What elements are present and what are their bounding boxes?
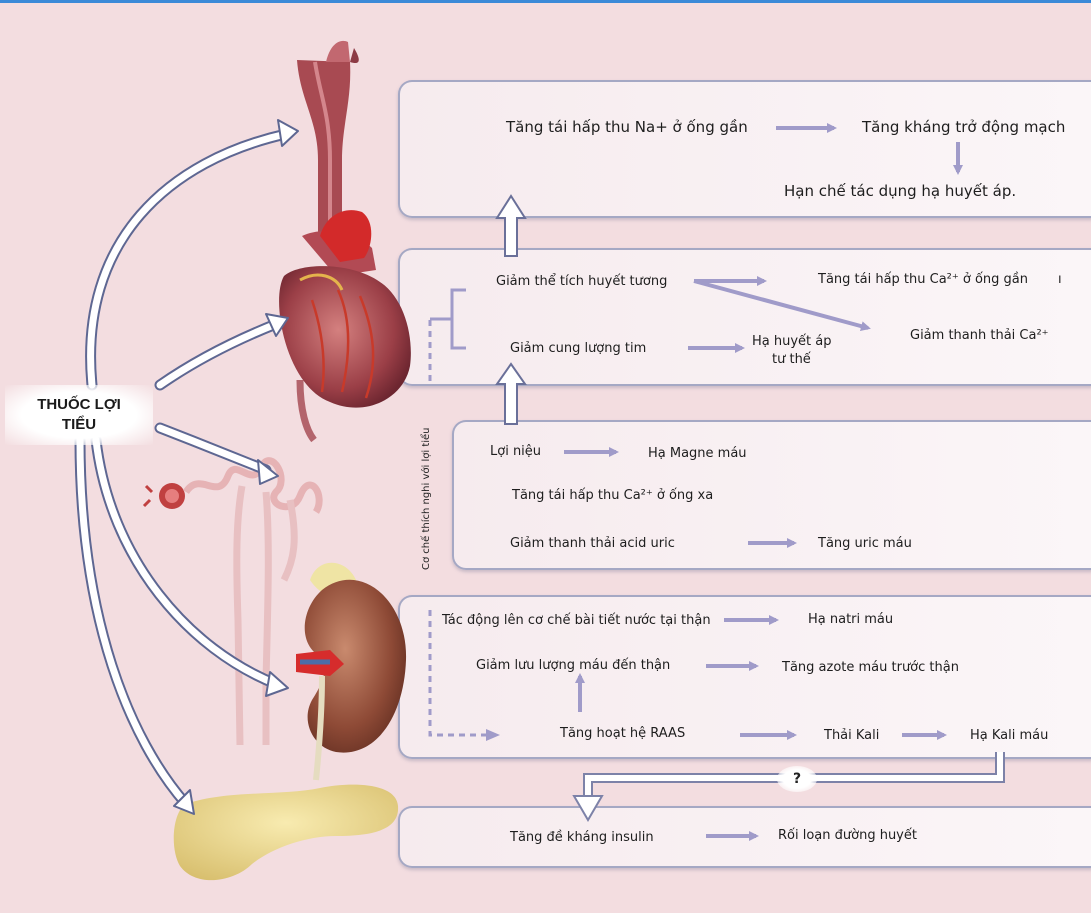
prerenal-azotemia-text: Tăng azote máu trước thận [782,660,959,675]
diuretic-arrows [80,134,286,804]
renal-blood-flow-text: Giảm lưu lượng máu đến thận [476,658,670,673]
limited-effect-text: Hạn chế tác dụng hạ huyết áp. [784,182,1016,200]
ca-clearance-text: Giảm thanh thải Ca²⁺ [910,328,1049,343]
hypokalemia-text: Hạ Kali máu [970,728,1048,743]
hyperuricemia-text: Tăng uric máu [818,536,912,551]
diuretic-label-line1: THUỐC LỢI [37,395,121,415]
uric-clearance-text: Giảm thanh thải acid uric [510,536,675,551]
dashed-raas-arrowhead [486,729,500,741]
postural-hypotension-line2: tư thế [772,352,811,367]
hyponatremia-text: Hạ natri máu [808,612,893,627]
heart-illustration [279,210,411,440]
plasma-volume-text: Giảm thể tích huyết tương [496,274,667,289]
raas-activation-text: Tăng hoạt hệ RAAS [560,726,685,741]
dysglycemia-text: Rối loạn đường huyết [778,828,917,843]
diuretic-label: THUỐC LỢI TIỂU [5,385,153,445]
ca-reabsorption-proximal-text: Tăng tái hấp thu Ca²⁺ ở ống gần [818,272,1028,287]
stray-mark: ı [1058,272,1062,287]
cardiac-output-text: Giảm cung lượng tim [510,341,646,356]
pancreas-illustration [174,785,398,880]
kaliuresis-text: Thải Kali [824,728,879,743]
diuretic-label-line2: TIỂU [37,415,121,435]
adaptation-mechanism-label: Cơ chế thích nghi với lợi tiểu [421,427,432,570]
upward-hollow-arrows [497,196,525,424]
question-mark: ? [777,766,817,792]
heart-bracket [430,290,466,348]
arterial-resistance-text: Tăng kháng trở động mạch [862,118,1065,136]
ca-reabsorption-distal-text: Tăng tái hấp thu Ca²⁺ ở ống xa [512,488,713,503]
postural-hypotension-line1: Hạ huyết áp [752,334,832,349]
insulin-resistance-text: Tăng đề kháng insulin [510,830,654,845]
hypomagnesemia-text: Hạ Magne máu [648,446,747,461]
kidney-illustration [296,563,406,780]
na-reabsorption-text: Tăng tái hấp thu Na+ ở ống gần [506,118,748,136]
natriuresis-text: Lợi niệu [490,444,541,459]
water-excretion-text: Tác động lên cơ chế bài tiết nước tại th… [442,613,711,628]
